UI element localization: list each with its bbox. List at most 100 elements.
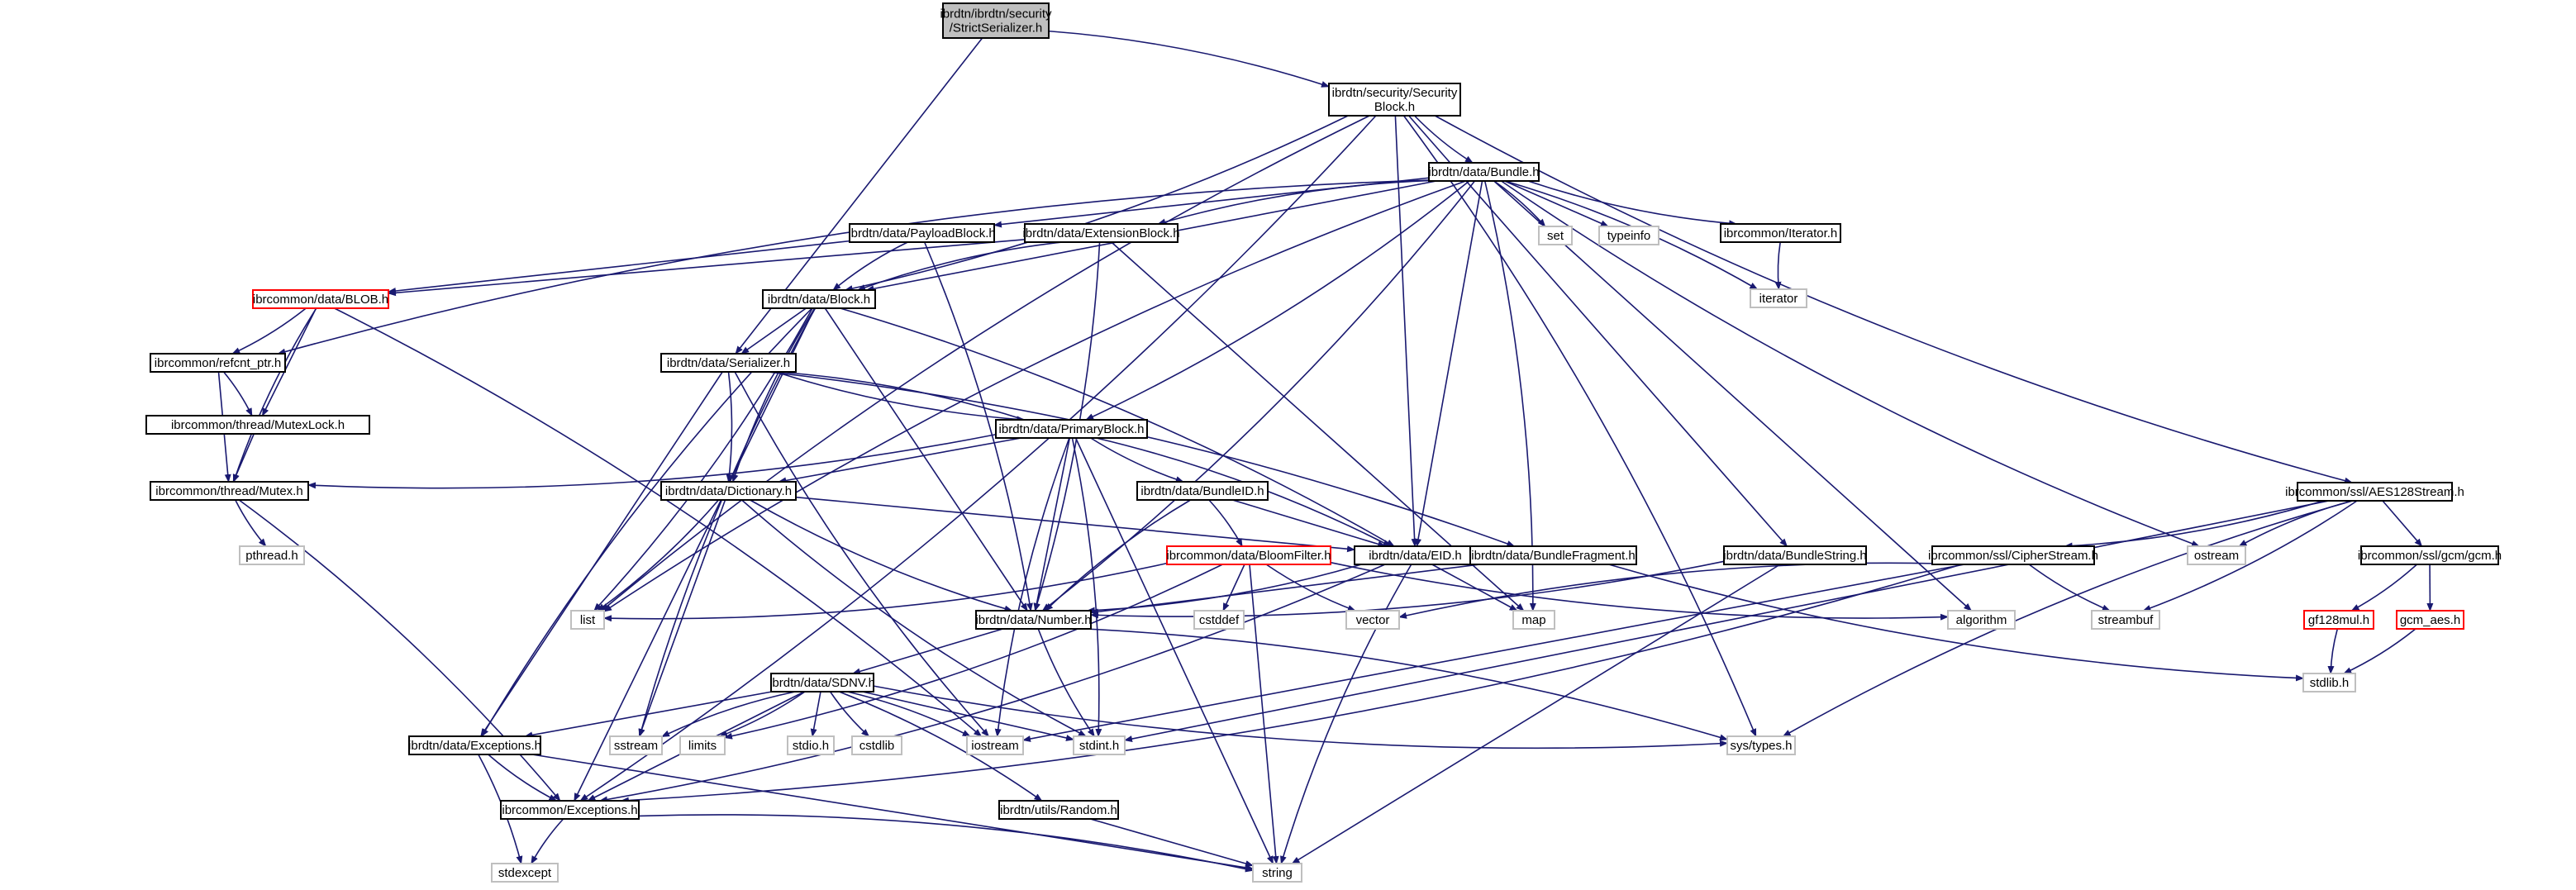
node-dictionary[interactable]: ibrdtn/data/Dictionary.h	[660, 481, 797, 501]
edge-blob-to-refcnt	[231, 307, 307, 355]
edge-sdnv-to-sstream	[661, 691, 796, 738]
node-label-ostream: ostream	[2194, 549, 2239, 563]
node-serializer[interactable]: ibrdtn/data/Serializer.h	[660, 353, 797, 373]
node-label-number: ibrdtn/data/Number.h	[975, 613, 1091, 627]
node-label-block: ibrdtn/data/Block.h	[768, 293, 870, 307]
edge-primaryblock-to-stdint	[1071, 437, 1102, 737]
edge-bundle-to-extblock	[1157, 179, 1430, 226]
node-eid[interactable]: ibrdtn/data/EID.h	[1354, 545, 1477, 565]
edge-secblock-to-list	[601, 115, 1370, 612]
node-label-secblock: ibrdtn/security/Security	[1332, 86, 1458, 100]
edge-eid-to-commonexc	[599, 564, 1386, 803]
edge-dictionary-to-list	[597, 499, 720, 612]
edge-dictionary-to-stdint	[740, 499, 1087, 737]
edge-bundle-to-set	[1493, 180, 1546, 227]
node-box-typeinfo	[1598, 226, 1659, 245]
node-random[interactable]: ibrdtn/utils/Random.h	[998, 800, 1119, 820]
node-extblock[interactable]: ibrdtn/data/ExtensionBlock.h	[1022, 223, 1180, 243]
edge-mutex-to-commonexc	[238, 499, 561, 802]
edge-primaryblock-to-iostream	[994, 437, 1070, 737]
edge-cipherstream-to-streambuf	[2028, 564, 2111, 612]
node-label-bundlefragment: ibrdtn/data/BundleFragment.h	[1471, 549, 1635, 563]
edge-block-to-eid	[840, 307, 1395, 547]
node-label-iterator: iterator	[1759, 292, 1798, 306]
node-bundle[interactable]: ibrdtn/data/Bundle.h	[1428, 162, 1540, 182]
node-dataexc[interactable]: ibrdtn/data/Exceptions.h	[408, 735, 541, 755]
node-list: list	[570, 610, 605, 630]
node-box-vector	[1345, 610, 1400, 630]
node-bundlestring[interactable]: ibrdtn/data/BundleString.h	[1723, 545, 1867, 565]
node-stdint: stdint.h	[1073, 735, 1126, 755]
node-pthread: pthread.h	[239, 545, 305, 565]
node-mutexlock[interactable]: ibrcommon/thread/MutexLock.h	[145, 415, 370, 435]
node-box-sdnv	[770, 673, 874, 692]
node-algorithm: algorithm	[1947, 610, 2016, 630]
node-box-bundlefragment	[1469, 545, 1637, 565]
node-label-sdnv: ibrdtn/data/SDNV.h	[769, 676, 875, 690]
node-label-gcmh: ibrcommon/ssl/gcm/gcm.h	[2358, 549, 2502, 563]
edge-bloomfilter-to-limits	[724, 564, 1223, 740]
edge-payloadblock-to-blob	[388, 240, 850, 294]
node-box-limits	[679, 735, 726, 755]
node-box-gcmh	[2360, 545, 2499, 565]
node-label-iostream: iostream	[971, 739, 1019, 753]
node-iteratorh[interactable]: ibrcommon/Iterator.h	[1720, 223, 1841, 243]
edge-aes128-to-cipherstream	[2064, 500, 2324, 550]
node-commonexc[interactable]: ibrcommon/Exceptions.h	[500, 800, 640, 820]
edge-sdnv-to-stdint	[862, 691, 1074, 741]
node-primaryblock[interactable]: ibrdtn/data/PrimaryBlock.h	[995, 419, 1148, 439]
node-number[interactable]: ibrdtn/data/Number.h	[975, 610, 1092, 630]
edge-serializer-to-dictionary	[726, 371, 733, 483]
edge-sdnv-to-cstdlib	[829, 691, 870, 737]
node-box-systypes	[1726, 735, 1796, 755]
edge-block-to-number	[824, 307, 1028, 612]
node-sdnv[interactable]: ibrdtn/data/SDNV.h	[769, 673, 875, 692]
node-box-secblock	[1328, 83, 1461, 117]
node-label-string: string	[1262, 866, 1293, 880]
node-label-stdio: stdio.h	[793, 739, 829, 753]
node-label-sstream: sstream	[614, 739, 658, 753]
node-box-map	[1512, 610, 1555, 630]
node-label-refcnt: ibrcommon/refcnt_ptr.h	[155, 356, 281, 370]
node-label-bundle: ibrdtn/data/Bundle.h	[1428, 165, 1539, 179]
node-gcmh[interactable]: ibrcommon/ssl/gcm/gcm.h	[2358, 545, 2502, 565]
node-string: string	[1252, 863, 1302, 883]
edge-sdnv-to-iostream	[847, 691, 971, 737]
node-bundleid[interactable]: ibrdtn/data/BundleID.h	[1136, 481, 1269, 501]
node-mutex[interactable]: ibrcommon/thread/Mutex.h	[150, 481, 309, 501]
node-block[interactable]: ibrdtn/data/Block.h	[762, 289, 876, 309]
edge-block-to-serializer	[740, 307, 807, 355]
node-box-aes128	[2297, 482, 2453, 502]
node-bundlefragment[interactable]: ibrdtn/data/BundleFragment.h	[1469, 545, 1637, 565]
node-box-root	[942, 2, 1050, 39]
node-box-bloomfilter	[1166, 545, 1331, 565]
node-root[interactable]: ibrdtn/ibrdtn/security/StrictSerializer.…	[940, 2, 1052, 39]
node-box-commonexc	[500, 800, 640, 820]
node-label-streambuf: streambuf	[2098, 613, 2155, 627]
node-gcmaes[interactable]: gcm_aes.h	[2396, 610, 2464, 630]
edge-aes128-to-streambuf	[2142, 500, 2358, 612]
edge-aes128-to-stdint	[1124, 500, 2330, 743]
node-aes128[interactable]: ibrcommon/ssl/AES128Stream.h	[2285, 482, 2464, 502]
node-box-gcmaes	[2396, 610, 2464, 630]
node-bloomfilter[interactable]: ibrcommon/data/BloomFilter.h	[1166, 545, 1331, 565]
node-box-primaryblock	[995, 419, 1148, 439]
edge-bundle-to-refcnt	[277, 179, 1430, 355]
node-cipherstream[interactable]: ibrcommon/ssl/CipherStream.h	[1928, 545, 2098, 565]
edge-serializer-to-iostream	[734, 371, 990, 737]
node-gf128[interactable]: gf128mul.h	[2303, 610, 2374, 630]
edge-bloomfilter-to-list	[603, 562, 1168, 622]
edge-aes128-to-gcmh	[2382, 500, 2423, 547]
node-payloadblock[interactable]: ibrdtn/data/PayloadBlock.h	[848, 223, 996, 243]
node-label-random: ibrdtn/utils/Random.h	[1000, 803, 1117, 817]
node-streambuf: streambuf	[2091, 610, 2160, 630]
node-blob[interactable]: ibrcommon/data/BLOB.h	[252, 289, 389, 309]
edge-bloomfilter-to-algorithm	[1330, 561, 1949, 621]
node-iterator: iterator	[1750, 288, 1807, 308]
edge-bundleid-to-bloomfilter	[1208, 499, 1243, 547]
node-label-payloadblock: ibrdtn/data/PayloadBlock.h	[848, 226, 995, 240]
node-refcnt[interactable]: ibrcommon/refcnt_ptr.h	[150, 353, 286, 373]
edge-mutexlock-to-mutex	[232, 433, 255, 483]
edge-root-to-serializer	[735, 37, 983, 355]
